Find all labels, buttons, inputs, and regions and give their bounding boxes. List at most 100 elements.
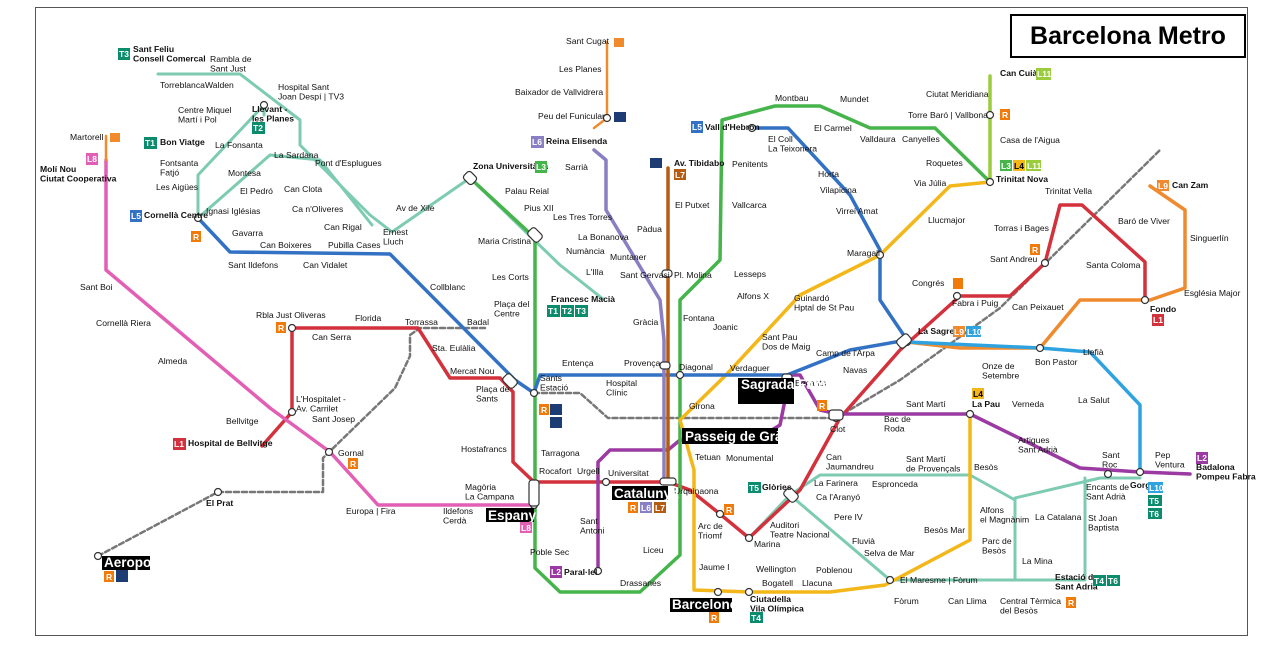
station-la-sagrera: La Sagrera bbox=[918, 326, 963, 336]
badge-t2: T2 bbox=[252, 122, 265, 134]
station-marker[interactable] bbox=[985, 110, 995, 120]
station-marker[interactable] bbox=[193, 213, 203, 223]
station-marker[interactable] bbox=[675, 370, 685, 380]
station-bogatell: Bogatell bbox=[762, 578, 793, 588]
station-la-sardana: La Sardana bbox=[274, 150, 319, 160]
station-rbla-just-oliveras: Rbla Just Oliveras bbox=[256, 310, 326, 320]
station-liceu: Liceu bbox=[643, 545, 664, 555]
station-marker[interactable] bbox=[885, 575, 895, 585]
line-l10 bbox=[905, 340, 1142, 474]
station-marker[interactable] bbox=[713, 587, 723, 597]
station-la-salut: La Salut bbox=[1078, 395, 1110, 405]
station-casa-aigua: Casa de l'Aigua bbox=[1000, 135, 1060, 145]
svg-text:T3: T3 bbox=[576, 306, 586, 316]
station-marker[interactable] bbox=[593, 566, 603, 576]
svg-text:T6: T6 bbox=[1149, 509, 1159, 519]
svg-text:T1: T1 bbox=[548, 306, 558, 316]
station-marker[interactable] bbox=[1140, 295, 1150, 305]
badge-t1: T1 bbox=[144, 137, 157, 149]
station-marker[interactable] bbox=[1035, 343, 1045, 353]
station-marker[interactable] bbox=[259, 100, 269, 110]
svg-text:T6: T6 bbox=[1108, 576, 1118, 586]
station-mundet: Mundet bbox=[840, 94, 869, 104]
station-marker[interactable] bbox=[828, 409, 844, 421]
badge-r: R bbox=[191, 231, 201, 242]
station-aeroport: Aeroport bbox=[104, 555, 162, 570]
station-llevant: Llevant -les Planes bbox=[252, 104, 294, 123]
svg-text:L3: L3 bbox=[1001, 161, 1011, 171]
svg-text:L2: L2 bbox=[1197, 453, 1207, 463]
station-marker[interactable] bbox=[287, 323, 297, 333]
station-marker[interactable] bbox=[659, 477, 677, 486]
station-marker[interactable] bbox=[529, 388, 539, 398]
station-marker[interactable] bbox=[1135, 467, 1145, 477]
station-marker[interactable] bbox=[875, 250, 885, 260]
station-marker[interactable] bbox=[747, 123, 757, 133]
station-penitents: Penitents bbox=[732, 159, 768, 169]
station-cornella-centre: Cornellà Centre bbox=[144, 210, 208, 220]
station-ciutat-meridiana: Ciutat Meridiana bbox=[926, 89, 989, 99]
station-marker[interactable] bbox=[1040, 258, 1050, 268]
station-urquinaona: Urquinaona bbox=[674, 486, 719, 496]
svg-text:T5: T5 bbox=[749, 483, 759, 493]
station-marker[interactable] bbox=[527, 227, 544, 244]
rail-icon bbox=[110, 133, 120, 142]
badge-l7: L7 bbox=[654, 502, 666, 513]
station-marker[interactable] bbox=[985, 177, 995, 187]
station-canyelles: Canyelles bbox=[902, 134, 940, 144]
station-torras-bages: Torras i Bages bbox=[994, 223, 1049, 233]
station-marker[interactable] bbox=[659, 361, 671, 370]
station-marker[interactable] bbox=[715, 509, 725, 519]
svg-text:R: R bbox=[350, 459, 356, 469]
badge-r: R bbox=[1066, 597, 1076, 608]
station-baixador: Baixador de Vallvidrera bbox=[515, 87, 603, 97]
svg-text:L11: L11 bbox=[1037, 69, 1051, 79]
station-sant-andreu: Sant Andreu bbox=[990, 254, 1038, 264]
station-marker[interactable] bbox=[1103, 469, 1113, 479]
station-marker[interactable] bbox=[965, 409, 975, 419]
station-padua: Pàdua bbox=[637, 224, 662, 234]
station-almeda: Almeda bbox=[158, 356, 187, 366]
label-bg bbox=[102, 556, 150, 570]
station-marker[interactable] bbox=[661, 269, 673, 278]
station-marker[interactable] bbox=[93, 551, 103, 561]
badge-r: R bbox=[276, 322, 286, 333]
station-marker[interactable] bbox=[213, 487, 223, 497]
station-marker[interactable] bbox=[744, 533, 754, 543]
station-marker[interactable] bbox=[324, 447, 334, 457]
station-marker[interactable] bbox=[462, 170, 478, 186]
badge-t5: T5 bbox=[748, 482, 761, 493]
label-bg bbox=[612, 486, 668, 500]
station-vall-hebron: Vall d'Hebron bbox=[705, 122, 760, 132]
station-les-tres-torres: Les Tres Torres bbox=[553, 212, 612, 222]
station-can-vidalet: Can Vidalet bbox=[303, 260, 348, 270]
station-sarria: Sarrià bbox=[565, 162, 588, 172]
station-vallcarca: Vallcarca bbox=[732, 200, 767, 210]
station-marker[interactable] bbox=[287, 407, 297, 417]
station-horta: Horta bbox=[818, 169, 839, 179]
station-marker[interactable] bbox=[895, 333, 912, 350]
badge-l2: L2 bbox=[1196, 452, 1208, 464]
station-marker[interactable] bbox=[744, 587, 754, 597]
station-sant-cugat: Sant Cugat bbox=[566, 36, 610, 46]
station-les-corts: Les Corts bbox=[492, 272, 529, 282]
badge-l7: L7 bbox=[674, 169, 686, 180]
station-marker[interactable] bbox=[952, 291, 962, 301]
station-marker[interactable] bbox=[783, 487, 800, 504]
station-torre-baro: Torre Baró | Vallbona bbox=[908, 110, 988, 120]
station-marker[interactable] bbox=[502, 373, 519, 390]
station-marker[interactable] bbox=[602, 113, 612, 123]
station-lesseps: Lesseps bbox=[734, 269, 766, 279]
station-marker[interactable] bbox=[528, 479, 540, 507]
station-fondo: Fondo bbox=[1150, 304, 1176, 314]
station-poble-sec: Poble Sec bbox=[530, 547, 570, 557]
station-marker[interactable] bbox=[601, 477, 611, 487]
station-drassanes: Drassanes bbox=[620, 578, 661, 588]
station-via-julia: Via Júlia bbox=[914, 178, 947, 188]
